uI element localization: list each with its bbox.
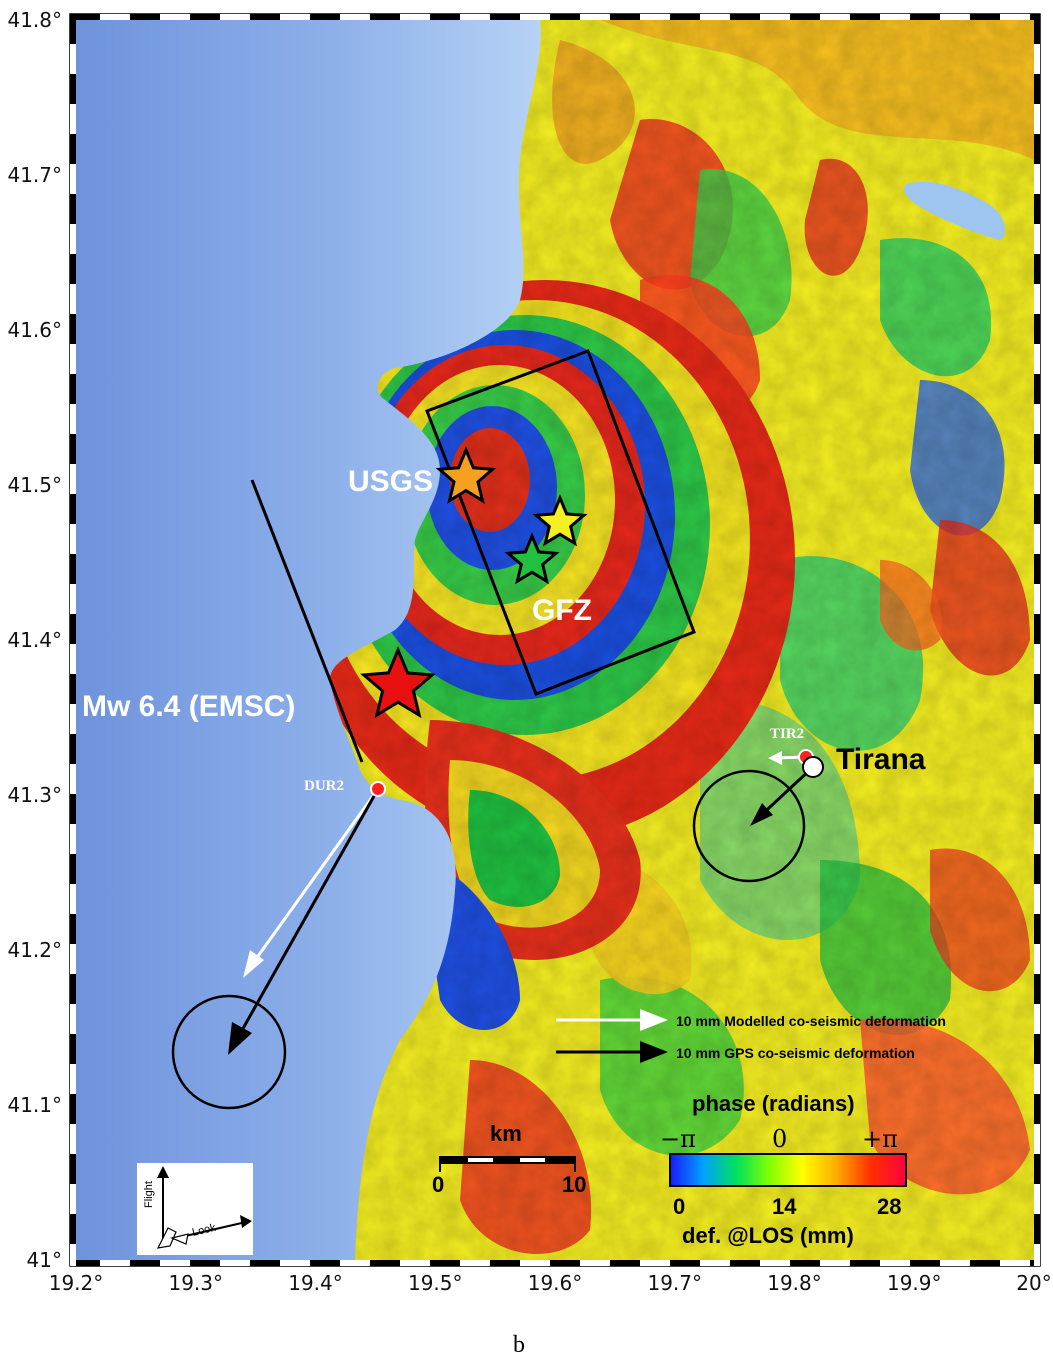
tirana-label: Tirana bbox=[836, 743, 926, 776]
fault-trace-line bbox=[250, 479, 364, 763]
tir2-label: TIR2 bbox=[770, 726, 804, 742]
scalebar-start: 0 bbox=[432, 1172, 444, 1197]
satellite-icon bbox=[156, 1227, 189, 1249]
y-tick-label: 41.1° bbox=[7, 1093, 62, 1117]
y-tick-label: 41.5° bbox=[7, 473, 62, 497]
legend-gps-arrowhead bbox=[640, 1041, 668, 1063]
gfz-star-yellow bbox=[532, 494, 588, 547]
colorbar-title: phase (radians) bbox=[692, 1091, 855, 1116]
lake bbox=[904, 181, 1006, 240]
x-tick-label: 19.4° bbox=[288, 1271, 343, 1295]
y-tick-label: 41.3° bbox=[7, 783, 62, 807]
usgs-star bbox=[435, 446, 497, 504]
colorbar-max-symbol: +π bbox=[862, 1125, 898, 1153]
y-tick-label: 41° bbox=[27, 1248, 62, 1272]
legend-gps-text: 10 mm GPS co-seismic deformation bbox=[676, 1045, 915, 1061]
colorbar-min-value: 0 bbox=[673, 1194, 685, 1219]
scalebar-end: 10 bbox=[562, 1172, 586, 1197]
x-tick-label: 19.9° bbox=[887, 1271, 942, 1295]
look-label: Look bbox=[191, 1222, 217, 1239]
legend-modelled-text: 10 mm Modelled co-seismic deformation bbox=[676, 1013, 946, 1029]
colorbar-mid-value: 14 bbox=[772, 1194, 797, 1219]
dur2-gps-arrowhead bbox=[228, 1022, 252, 1055]
x-tick-label: 19.3° bbox=[168, 1271, 223, 1295]
dur2-error-circle bbox=[171, 994, 287, 1110]
emsc-label: Mw 6.4 (EMSC) bbox=[82, 690, 295, 723]
colorbar-mid-symbol: 0 bbox=[772, 1125, 787, 1153]
emsc-star bbox=[360, 646, 436, 719]
dur2-modelled-arrow bbox=[246, 788, 380, 971]
y-axis-ticks: 41° 41.1° 41.2° 41.3° 41.4° 41.5° 41.6° 41.7° 41… bbox=[7, 8, 62, 1272]
y-tick-label: 41.2° bbox=[7, 938, 62, 962]
dur2-label: DUR2 bbox=[304, 778, 344, 794]
frame-border bbox=[70, 14, 1040, 1266]
dur2-station-marker bbox=[370, 781, 386, 797]
colorbar bbox=[669, 1153, 907, 1187]
fault-model-rectangle bbox=[425, 349, 696, 696]
flight-label: Flight bbox=[143, 1181, 155, 1208]
colorbar-min-symbol: −π bbox=[660, 1125, 696, 1153]
tir2-modelled-arrowhead bbox=[768, 751, 782, 765]
gfz-label: GFZ bbox=[532, 594, 592, 627]
colorbar-unit-label: def. @LOS (mm) bbox=[682, 1223, 854, 1248]
x-tick-label: 19.2° bbox=[49, 1271, 104, 1295]
x-tick-label: 19.5° bbox=[408, 1271, 463, 1295]
dur2-gps-arrow bbox=[230, 788, 380, 1049]
y-tick-label: 41.4° bbox=[7, 628, 62, 652]
y-tick-label: 41.6° bbox=[7, 318, 62, 342]
x-axis-ticks: 19.2° 19.3° 19.4° 19.5° 19.6° 19.7° 19.8° 19.9°… bbox=[49, 1271, 1052, 1295]
colorbar-max-value: 28 bbox=[877, 1194, 901, 1219]
legend-modelled-arrowhead bbox=[640, 1009, 668, 1031]
scalebar-unit: km bbox=[490, 1121, 522, 1146]
interferogram: USGS GFZ Mw 6.4 (EMSC) TIR2 DUR2 Tirana … bbox=[76, 20, 1034, 1260]
x-tick-label: 19.8° bbox=[767, 1271, 822, 1295]
tir2-error-circle bbox=[692, 769, 806, 883]
sea-area bbox=[76, 20, 541, 1260]
x-tick-label: 19.6° bbox=[528, 1271, 583, 1295]
x-tick-label: 20° bbox=[1016, 1271, 1051, 1295]
tirana-city-marker bbox=[802, 756, 824, 778]
scalebar bbox=[440, 1156, 575, 1164]
y-tick-label: 41.7° bbox=[7, 163, 62, 187]
x-tick-label: 19.7° bbox=[647, 1271, 702, 1295]
usgs-label: USGS bbox=[348, 465, 433, 498]
y-tick-label: 41.8° bbox=[7, 8, 62, 32]
tir2-gps-arrowhead bbox=[750, 803, 773, 826]
gfz-star-green bbox=[504, 532, 560, 585]
panel-label: b bbox=[513, 1332, 525, 1358]
dur2-modelled-arrowhead bbox=[243, 950, 264, 978]
direction-inset bbox=[137, 1163, 253, 1255]
